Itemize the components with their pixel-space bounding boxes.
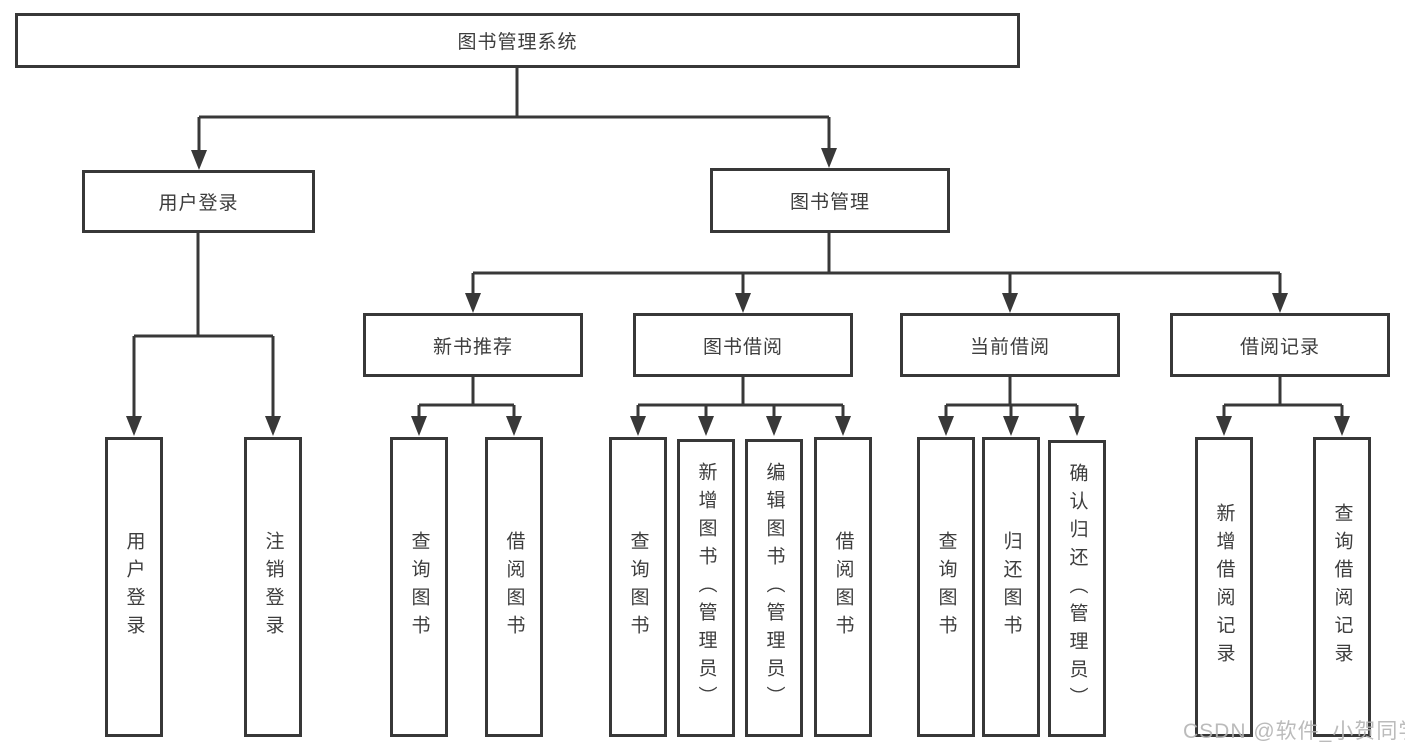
connector-borrow-records-children [1222, 377, 1344, 419]
leaf-add-book-admin-label: 新增图书（管理员） [695, 462, 717, 714]
leaf-confirm-return-admin-label: 确认归还（管理员） [1066, 462, 1088, 715]
leaf-query-book-current: 查询图书 [917, 437, 975, 737]
leaf-query-book-borrow-label: 查询图书 [627, 531, 649, 643]
leaf-return-book-label: 归还图书 [1000, 531, 1022, 643]
leaf-confirm-return-admin: 确认归还（管理员） [1048, 440, 1106, 737]
leaf-edit-book-admin-label: 编辑图书（管理员） [763, 462, 785, 714]
node-book-management: 图书管理 [710, 168, 950, 233]
connector-new-book-children [417, 377, 516, 419]
leaf-borrow-book-recommend-label: 借阅图书 [503, 531, 525, 643]
leaf-logout-label: 注销登录 [262, 531, 284, 643]
connector-book-management-children [471, 233, 1282, 296]
arrowheads-book-borrow-children [630, 416, 851, 436]
leaf-user-login: 用户登录 [105, 437, 163, 737]
node-library-management-system: 图书管理系统 [15, 13, 1020, 68]
connector-root-to-level2 [197, 68, 831, 153]
node-book-borrowing: 图书借阅 [633, 313, 853, 377]
leaf-borrow-book: 借阅图书 [814, 437, 872, 737]
leaf-logout: 注销登录 [244, 437, 302, 737]
arrowheads-level2 [191, 148, 837, 170]
leaf-query-borrow-record: 查询借阅记录 [1313, 437, 1371, 737]
arrowheads-user-login-children [126, 416, 281, 436]
leaf-query-book-recommend: 查询图书 [390, 437, 448, 737]
arrowheads-current-borrow-children [938, 416, 1085, 436]
leaf-user-login-label: 用户登录 [123, 531, 145, 643]
arrowheads-level3 [465, 293, 1288, 313]
connector-book-borrow-children [636, 377, 845, 419]
leaf-borrow-book-label: 借阅图书 [832, 531, 854, 643]
leaf-query-book-borrow: 查询图书 [609, 437, 667, 737]
node-current-borrowing: 当前借阅 [900, 313, 1120, 377]
leaf-return-book: 归还图书 [982, 437, 1040, 737]
leaf-add-borrow-record-label: 新增借阅记录 [1213, 503, 1235, 671]
csdn-watermark: CSDN @软件_小贺同学 [1183, 720, 1405, 743]
node-borrowing-records: 借阅记录 [1170, 313, 1390, 377]
leaf-add-book-admin: 新增图书（管理员） [677, 439, 735, 737]
connector-user-login-children [132, 233, 275, 419]
leaf-add-borrow-record: 新增借阅记录 [1195, 437, 1253, 737]
leaf-edit-book-admin: 编辑图书（管理员） [745, 439, 803, 737]
arrowheads-new-book-children [411, 416, 522, 436]
connector-current-borrow-children [944, 377, 1079, 419]
node-new-book-recommendation: 新书推荐 [363, 313, 583, 377]
leaf-borrow-book-recommend: 借阅图书 [485, 437, 543, 737]
leaf-query-book-current-label: 查询图书 [935, 531, 957, 643]
leaf-query-borrow-record-label: 查询借阅记录 [1331, 503, 1353, 671]
node-user-login: 用户登录 [82, 170, 315, 233]
leaf-query-book-recommend-label: 查询图书 [408, 531, 430, 643]
arrowheads-borrow-records-children [1216, 416, 1350, 436]
